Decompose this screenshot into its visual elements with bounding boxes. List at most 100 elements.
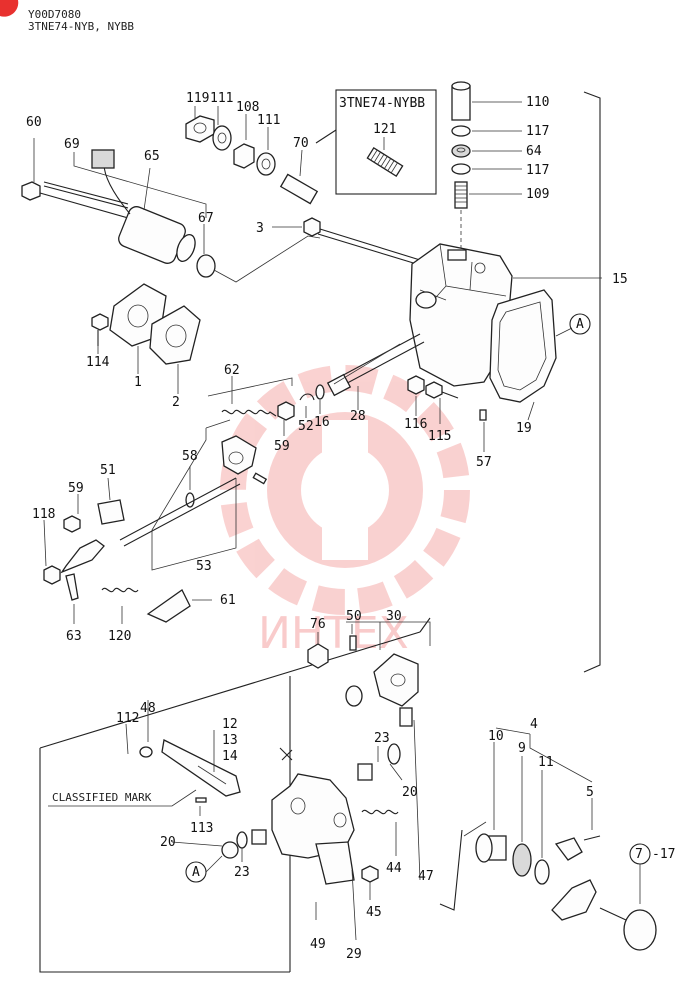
- nut-119-icon: [185, 115, 215, 143]
- callout-58: 58: [182, 449, 198, 464]
- spring-62-icon: [221, 409, 277, 417]
- bolt-115-icon: [425, 381, 459, 399]
- corner-badge-icon: [0, 0, 19, 17]
- washer-9-icon: [512, 843, 532, 877]
- o-ring-58-icon: [185, 492, 195, 508]
- classified-mark-label: CLASSIFIED MARK: [52, 791, 152, 804]
- bolt-45-icon: [361, 865, 379, 883]
- plate-51-icon: [97, 499, 125, 525]
- callout-3: 3: [256, 221, 264, 236]
- washer-11-icon: [534, 859, 550, 885]
- spring-44-icon: [361, 809, 399, 815]
- bolt-60-icon: [21, 181, 129, 219]
- washer-117-icon: [451, 125, 471, 137]
- lever-63-icon: [60, 539, 105, 601]
- plate-49-icon: [315, 841, 355, 885]
- callout-109: 109: [526, 187, 549, 202]
- washer-20b-icon: [221, 841, 239, 859]
- washer-111b-icon: [256, 152, 276, 176]
- callout-29: 29: [346, 947, 362, 962]
- callout-69: 69: [64, 137, 80, 152]
- nut-116-icon: [407, 375, 425, 395]
- washer-23c-icon: [236, 831, 248, 849]
- watermark-gear-logo-icon: [220, 365, 470, 615]
- adjust-screw-70-icon: [279, 173, 319, 205]
- screw-109-icon: [454, 181, 468, 209]
- callout-19: 19: [516, 421, 532, 436]
- washer-48-icon: [139, 746, 153, 758]
- lever-30-icon: [373, 653, 419, 707]
- callout-10: 10: [488, 729, 504, 744]
- callout-65: 65: [144, 149, 160, 164]
- callout-28: 28: [350, 409, 366, 424]
- washer-117b-icon: [451, 163, 471, 175]
- variant-box: 3TNE74-NYBB 121: [335, 89, 437, 195]
- callout-117b: 117: [526, 163, 549, 178]
- plug-76-icon: [307, 643, 329, 669]
- washer-50-icon: [345, 685, 363, 707]
- gasket-19-icon: [489, 289, 557, 403]
- callout-1: 1: [134, 375, 142, 390]
- callout-114: 114: [86, 355, 110, 370]
- nut-64-icon: [451, 144, 471, 158]
- bushing-23b-icon: [251, 829, 267, 845]
- bushing-23-icon: [357, 763, 373, 781]
- header-model: 3TNE74-NYB, NYBB: [28, 20, 134, 33]
- callout-15: 15: [612, 272, 628, 287]
- callout-113: 113: [190, 821, 213, 836]
- variant-part: 121: [373, 122, 396, 137]
- ref-circle-a-upper: [569, 313, 591, 335]
- spring-47-icon: [399, 707, 413, 727]
- bolt-3-icon: [303, 217, 421, 266]
- callout-59: 59: [274, 439, 290, 454]
- callout-50: 50: [346, 609, 362, 624]
- callout-62: 62: [224, 363, 240, 378]
- shaft-53-icon: [119, 477, 241, 547]
- threaded-screw-121-icon: [366, 147, 404, 177]
- bracket-61-icon: [146, 589, 191, 623]
- callout-a-lower: A: [192, 865, 200, 880]
- callout-59b: 59: [68, 481, 84, 496]
- lever-arm-icon: [551, 879, 597, 921]
- callout-a-upper: A: [576, 317, 584, 332]
- bolt-59b-icon: [63, 515, 81, 533]
- callout-5: 5: [586, 785, 594, 800]
- callout-60: 60: [26, 115, 42, 130]
- callout-110: 110: [526, 95, 549, 110]
- nut-59-icon: [277, 401, 295, 421]
- governor-lever-cover-29-icon: [271, 773, 355, 859]
- nut-108-icon: [233, 143, 255, 169]
- clip-52-icon: [299, 393, 315, 401]
- lower-group-frame: [39, 617, 463, 973]
- callout-117: 117: [526, 124, 549, 139]
- spring-120-icon: [101, 587, 139, 593]
- callout-118: 118: [32, 507, 55, 522]
- group-bracket: [583, 91, 601, 673]
- callout-45: 45: [366, 905, 382, 920]
- callout-7: 7: [635, 847, 643, 862]
- callout-64: 64: [526, 144, 542, 159]
- callout-61: 61: [220, 593, 236, 608]
- fuel-control-7-icon: [599, 907, 657, 951]
- pin-113-icon: [195, 797, 207, 803]
- callout-49: 49: [310, 937, 326, 952]
- callout-14: 14: [222, 749, 238, 764]
- callout-63: 63: [66, 629, 82, 644]
- callout-4: 4: [530, 717, 538, 732]
- callout-70: 70: [293, 136, 309, 151]
- gasket-2-icon: [149, 305, 201, 365]
- callout-112: 112: [116, 711, 139, 726]
- stop-solenoid-65-icon: [91, 149, 196, 264]
- pin-50-icon: [349, 635, 357, 651]
- callout-23: 23: [234, 865, 250, 880]
- callout-67: 67: [198, 211, 214, 226]
- pin-57-icon: [479, 409, 487, 421]
- callout-17: -17: [652, 847, 675, 862]
- lever-plate-12-icon: [161, 739, 241, 797]
- washer-111-icon: [212, 125, 232, 151]
- callout-52: 52: [298, 419, 314, 434]
- callout-20b: 20: [402, 785, 418, 800]
- callout-44: 44: [386, 861, 402, 876]
- nut-118-icon: [43, 565, 61, 585]
